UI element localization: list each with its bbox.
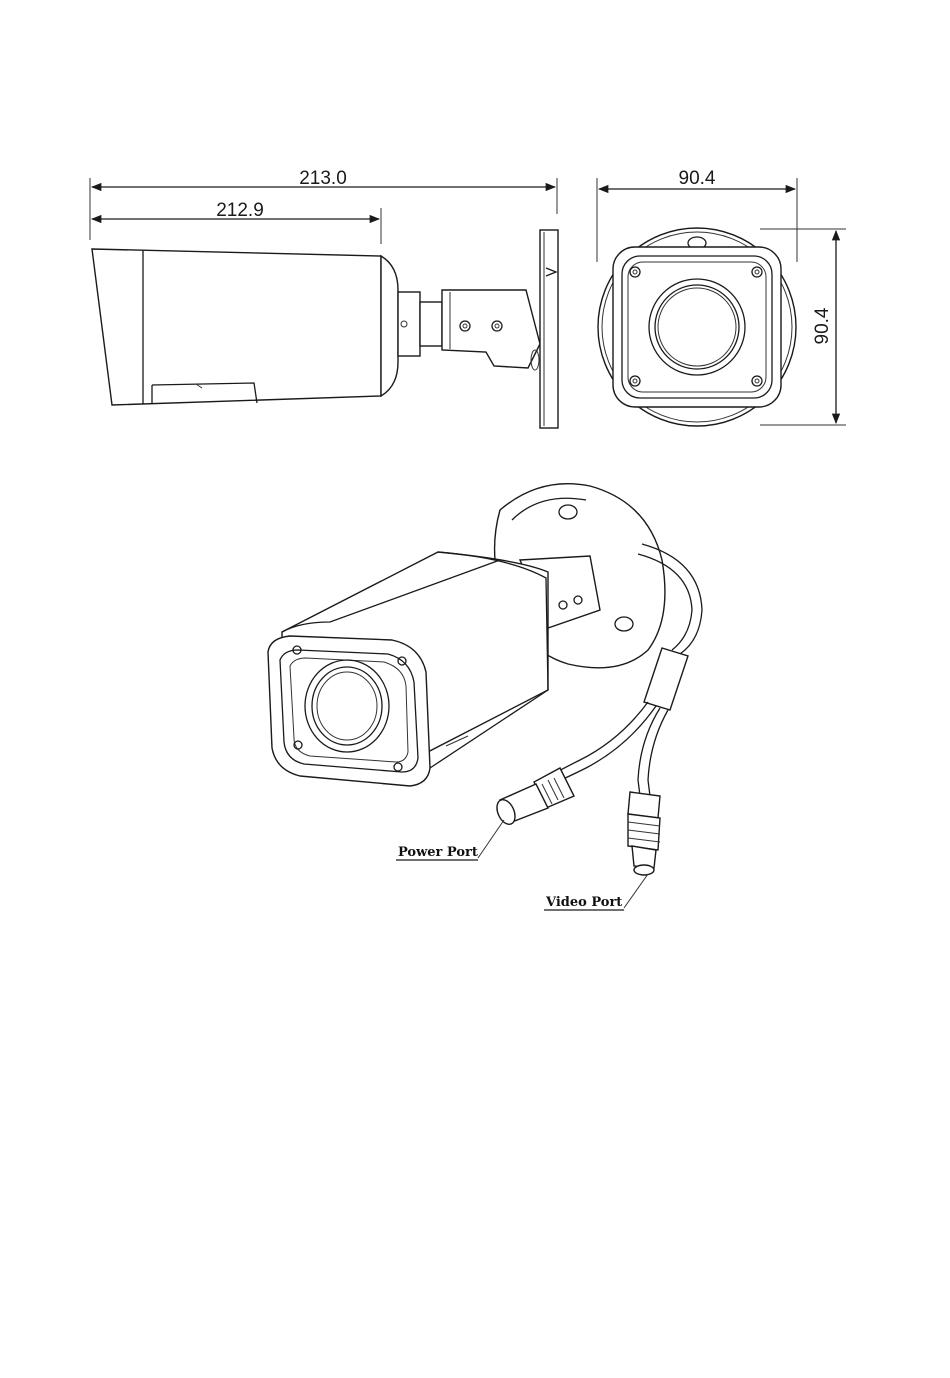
overall-length-label: 213.0 bbox=[299, 168, 347, 189]
side-view: 213.0 212.9 bbox=[90, 168, 558, 428]
video-port-label: Video Port bbox=[545, 895, 622, 910]
video-port-callout: Video Port bbox=[544, 874, 648, 910]
power-port-label: Power Port bbox=[398, 845, 478, 860]
front-view: 90.4 90.4 bbox=[597, 168, 846, 426]
front-width-label: 90.4 bbox=[679, 168, 716, 189]
power-port-callout: Power Port bbox=[396, 820, 504, 860]
perspective-view bbox=[268, 484, 702, 875]
dimension-front-width: 90.4 bbox=[599, 168, 795, 189]
dimension-body-length: 212.9 bbox=[92, 200, 379, 221]
dimension-front-height: 90.4 bbox=[812, 231, 836, 423]
body-length-label: 212.9 bbox=[216, 200, 264, 221]
front-height-label: 90.4 bbox=[812, 307, 833, 344]
dimension-overall-length: 213.0 bbox=[92, 168, 555, 189]
